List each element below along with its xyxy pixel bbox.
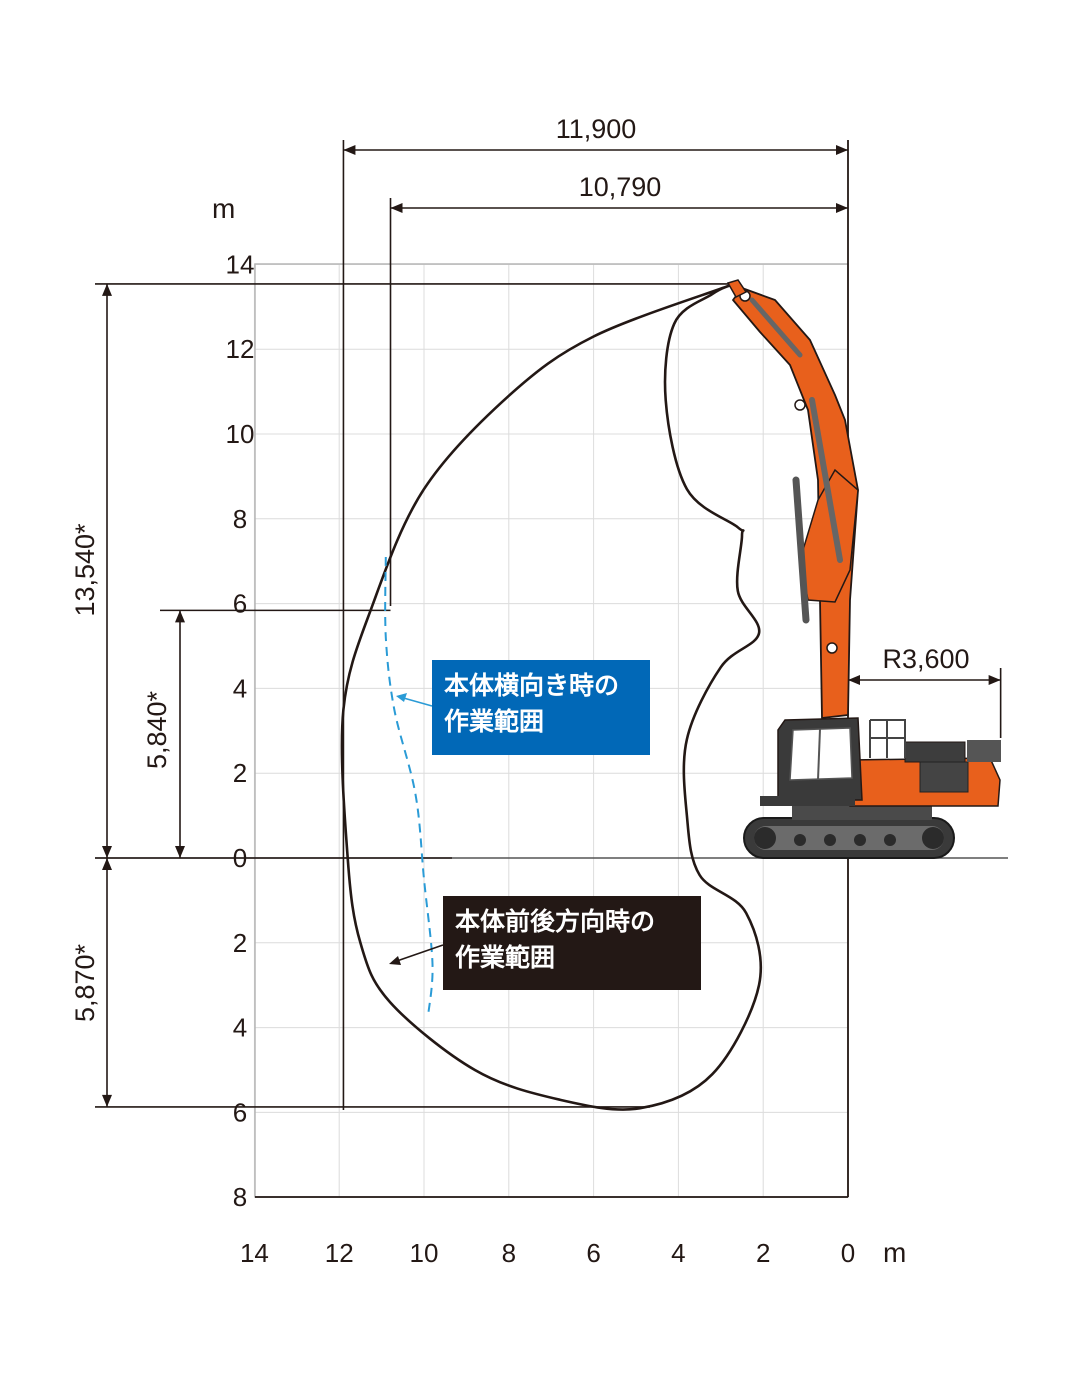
pivot-pin-base	[826, 642, 838, 654]
side-working-range	[384, 556, 434, 1015]
side-height-label: 5,840*	[142, 690, 172, 769]
x-tick-label: 2	[756, 1238, 770, 1268]
hydraulic-cylinder-main	[792, 476, 810, 624]
callout-arrows	[389, 693, 444, 965]
x-tick-label: 4	[671, 1238, 685, 1268]
y-tick-label: 2	[233, 758, 247, 788]
side-callout-line1: 本体横向き時の	[444, 671, 620, 700]
max-reach-arrow-left	[343, 145, 356, 155]
max-height-arrow-top	[102, 283, 112, 296]
side-reach-label: 10,790	[579, 172, 662, 202]
x-tick-label: 6	[586, 1238, 600, 1268]
front-back-range-callout: 本体前後方向時の 作業範囲	[443, 896, 701, 990]
side-height-arrow-bottom	[175, 846, 185, 858]
boom	[732, 287, 859, 719]
dimension-lines	[95, 140, 1002, 1110]
counterweight-panel	[919, 761, 969, 793]
x-unit-label: m	[883, 1237, 906, 1268]
max-depth-label: 5,870*	[70, 943, 100, 1022]
x-tick-label: 0	[841, 1238, 855, 1268]
arm-section	[799, 468, 859, 603]
tail-swing-arrow-right	[988, 675, 1001, 685]
max-height-label: 13,540*	[70, 523, 100, 617]
max-reach-arrow-right	[836, 145, 848, 155]
side-callout-line2: 作業範囲	[444, 707, 545, 736]
tail-swing-label: R3,600	[882, 644, 969, 674]
side-height-arrow-top	[175, 610, 185, 623]
y-tick-label: 4	[233, 1013, 247, 1043]
front-back-working-range	[340, 284, 763, 1111]
front-callout-line1: 本体前後方向時の	[455, 907, 656, 936]
pivot-pin-mid	[794, 399, 806, 411]
x-tick-label: 8	[502, 1238, 516, 1268]
max-height-arrow-bottom	[102, 846, 112, 858]
hydraulic-cylinder-boom	[809, 397, 843, 563]
front-callout-arrowhead	[389, 956, 401, 965]
y-tick-label: 14	[226, 249, 255, 279]
y-tick-label: 12	[226, 334, 255, 364]
y-tick-label: 8	[233, 504, 247, 534]
y-tick-label: 2	[233, 928, 247, 958]
side-range-callout: 本体横向き時の 作業範囲	[432, 660, 650, 755]
crawler-track	[743, 817, 955, 859]
x-tick-label: 14	[240, 1238, 269, 1268]
tail-swing-arrow-left	[848, 675, 860, 685]
y-tick-label: 6	[233, 589, 247, 619]
hydraulic-cylinder-upper	[749, 297, 803, 358]
engine-hood	[904, 741, 966, 763]
front-callout-arrow	[393, 944, 444, 963]
undercarriage	[792, 806, 932, 820]
front-callout-line2: 作業範囲	[455, 943, 556, 972]
exhaust-pipe	[967, 740, 1001, 762]
x-tick-label: 10	[410, 1238, 439, 1268]
side-reach-arrow-right	[836, 203, 848, 213]
max-depth-arrow-top	[102, 858, 112, 870]
max-depth-arrow-bottom	[102, 1094, 112, 1107]
attachment-tip	[726, 279, 748, 298]
y-tick-label: 10	[226, 419, 255, 449]
y-unit-label: m	[212, 193, 235, 224]
dimension-labels: 11,900 10,790 R3,600 13,540* 5,840* 5,87…	[70, 114, 970, 1022]
side-callout-arrow	[399, 696, 433, 707]
y-tick-label: 4	[233, 673, 247, 703]
y-tick-label: 6	[233, 1097, 247, 1127]
side-callout-arrowhead	[396, 693, 407, 702]
x-tick-label: 12	[325, 1238, 354, 1268]
side-reach-arrow-left	[390, 203, 403, 213]
front-step	[760, 796, 855, 806]
handrail	[869, 719, 906, 758]
max-reach-label: 11,900	[556, 114, 637, 144]
cab-window	[789, 727, 853, 781]
excavator-illustration	[726, 279, 1001, 859]
cab-frame	[817, 728, 821, 781]
x-tick-labels: 14 12 10 8 6 4 2 0	[240, 1238, 855, 1268]
y-tick-label: 8	[233, 1182, 247, 1212]
